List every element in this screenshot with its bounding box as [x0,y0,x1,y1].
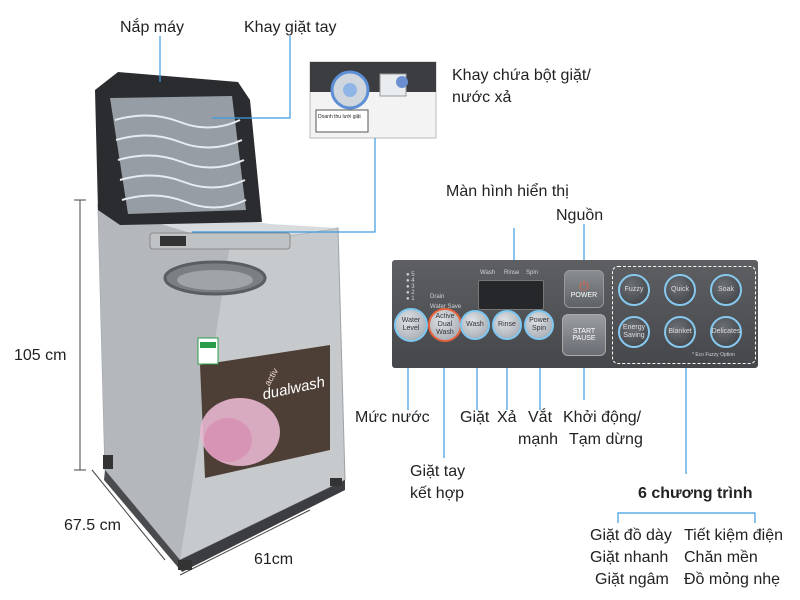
label-hand-tray: Khay giặt tay [244,19,337,36]
rinse-button[interactable]: Rinse [492,310,522,340]
water-save-label: Water Save [430,304,462,310]
control-panel: ● 5● 4● 3● 2● 1 Drain Water Save Wash Ri… [392,260,758,368]
power-button[interactable]: ⏻ POWER [564,270,604,308]
dimension-lines [74,199,311,576]
program-energy-saving[interactable]: Energy Saving [618,316,650,348]
label-lid: Nắp máy [120,19,185,36]
start-pause-button[interactable]: START PAUSE [562,314,606,356]
label-programs-title: 6 chương trình [638,485,753,502]
label-spin-1: Vắt [528,409,553,426]
detergent-tray-photo [309,61,437,139]
label-detergent-tray-2: nước xả [452,89,512,106]
label-depth: 67.5 cm [64,517,121,534]
label-start-2: Tạm dừng [569,431,643,448]
program-quick[interactable]: Quick [664,274,696,306]
program-left-3: Giặt ngâm [595,571,669,588]
label-active-1: Giặt tay [410,463,466,480]
power-spin-button[interactable]: Power Spin [524,310,554,340]
depth-dimension-line [91,469,166,561]
label-height: 105 cm [14,347,67,364]
drain-label: Drain [430,294,445,300]
label-spin-2: mạnh [518,431,559,448]
active-dual-wash-button[interactable]: Active Dual Wash [428,308,462,342]
label-wash: Giặt [460,409,490,426]
program-group [612,266,756,364]
label-start-1: Khởi động/ [563,409,642,426]
program-left-1: Giặt đồ dày [590,527,672,544]
washing-machine [95,72,346,572]
label-rinse: Xả [497,409,517,426]
mode-wash-label: Wash [480,270,496,276]
program-delicates[interactable]: Delicates [710,316,742,348]
mode-rinse-label: Rinse [504,270,520,276]
program-left-2: Giặt nhanh [590,549,669,566]
label-detergent-tray-1: Khay chứa bột giặt/ [452,67,591,84]
label-water-level: Mức nước [355,409,430,426]
program-fuzzy[interactable]: Fuzzy [618,274,650,306]
wash-button[interactable]: Wash [460,310,490,340]
label-display: Màn hình hiển thị [446,183,569,200]
label-power: Nguồn [556,207,604,224]
mode-spin-label: Spin [526,270,539,276]
program-right-3: Đồ mỏng nhẹ [684,571,781,588]
program-right-2: Chăn mền [684,549,758,566]
tray-sticker: Doanh thu lưới giặt [318,114,361,120]
display-screen [478,280,544,310]
power-button-label: POWER [570,291,598,299]
label-width: 61cm [254,551,294,568]
label-active-2: kết hợp [410,485,465,502]
start-pause-label: START PAUSE [572,328,596,342]
water-level-button[interactable]: Water Level [394,308,428,342]
width-dimension-line [179,509,311,576]
program-soak[interactable]: Soak [710,274,742,306]
power-icon: ⏻ [579,278,589,293]
program-blanket[interactable]: Blanket [664,316,696,348]
program-right-1: Tiết kiệm điện [684,527,783,544]
eco-note: * Eco Fuzzy Option [692,352,735,358]
